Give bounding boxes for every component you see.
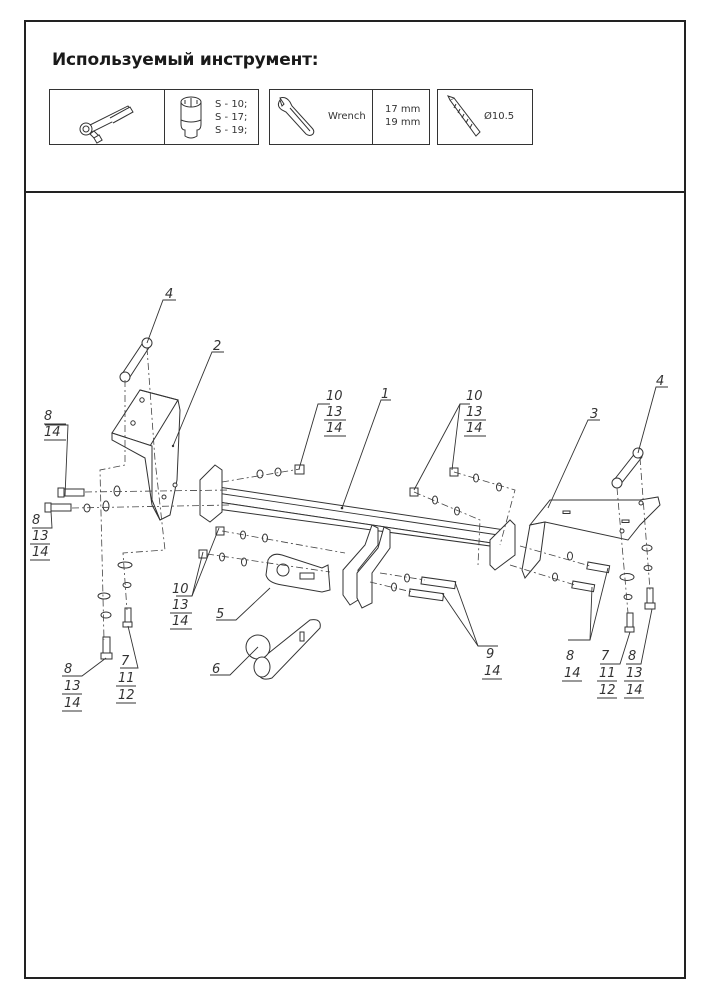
- drill-cell: Ø10.5: [438, 90, 532, 144]
- label-center-bolts-1: 14: [484, 664, 501, 679]
- label-5: 5: [216, 607, 224, 622]
- label-right-stud-1: 11: [599, 666, 616, 681]
- part-2-left-bracket: [111, 389, 181, 521]
- label-left-bottom-bolt-1: 13: [64, 679, 81, 694]
- assembly-centerlines: [71, 347, 651, 641]
- wrench-size-17: 17 mm: [385, 104, 421, 115]
- label-right-bottom-bolt-2: 14: [626, 683, 643, 698]
- label-nut-top-left-2: 14: [326, 421, 343, 436]
- tool-drill-bit: Ø10.5: [437, 89, 533, 145]
- drill-diameter: Ø10.5: [484, 111, 515, 122]
- label-right-stud-2: 12: [599, 683, 616, 698]
- label-nut-lower-left-0: 10: [172, 582, 189, 597]
- socket-size-10: S - 10;: [215, 99, 248, 110]
- wrench-size-19: 19 mm: [385, 117, 421, 128]
- part-4-right-link: [611, 447, 644, 489]
- label-nut-lower-left-2: 14: [172, 614, 189, 629]
- part-5-ball-mount-plate: [265, 553, 331, 593]
- label-1: 1: [381, 387, 389, 402]
- ratchet-cell: [50, 90, 164, 144]
- label-6: 6: [212, 662, 220, 677]
- label-left-mid-bolt-0: 8: [32, 513, 40, 528]
- leader-lines: [32, 299, 668, 677]
- label-right-bottom-bolt-1: 13: [626, 666, 643, 681]
- label-left-stud-2: 12: [118, 688, 135, 703]
- part-1-crossbar: [199, 464, 516, 571]
- label-nut-top-right-2: 14: [466, 421, 483, 436]
- label-2: 2: [213, 339, 221, 354]
- wrench-icon: [277, 97, 315, 136]
- part-labels: 4 2 1 3 4 5 6 8 14 8 13 14 8 13 14 7 11 …: [32, 287, 664, 711]
- part-3-right-bracket: [521, 496, 661, 579]
- socket-size-19: S - 19;: [215, 125, 248, 136]
- label-left-top-bolt-1: 14: [44, 425, 61, 440]
- socket-icon: [180, 96, 202, 139]
- part-4-left-link: [119, 337, 153, 383]
- tool-ratchet-sockets: S - 10; S - 17; S - 19;: [49, 89, 259, 145]
- tools-heading: Используемый инструмент:: [52, 50, 319, 70]
- label-left-top-bolt-0: 8: [44, 409, 52, 424]
- label-left-stud-1: 11: [118, 671, 135, 686]
- wrench-sizes: 17 mm 19 mm: [385, 103, 420, 129]
- fasteners: [44, 464, 656, 660]
- label-right-bolts-0: 8: [566, 649, 574, 664]
- part-6-tow-ball: [245, 619, 321, 680]
- socket-size-17: S - 17;: [215, 112, 248, 123]
- label-left-bottom-bolt-2: 14: [64, 696, 81, 711]
- wrench-sizes-cell: 17 mm 19 mm: [372, 90, 429, 144]
- wrench-cell: Wrench: [270, 90, 372, 144]
- label-nut-top-right-0: 10: [466, 389, 483, 404]
- tool-wrench: Wrench 17 mm 19 mm: [269, 89, 430, 145]
- label-4-left: 4: [165, 287, 173, 302]
- drill-bit-icon: [447, 95, 481, 137]
- center-mounting-lugs: [342, 524, 391, 609]
- label-right-stud-0: 7: [601, 649, 610, 664]
- label-nut-top-left-1: 13: [326, 405, 343, 420]
- label-4-right: 4: [656, 374, 664, 389]
- socket-sizes: S - 10; S - 17; S - 19;: [215, 98, 247, 137]
- section-divider: [24, 191, 684, 193]
- label-right-bottom-bolt-0: 8: [628, 649, 636, 664]
- label-left-mid-bolt-2: 14: [32, 545, 49, 560]
- label-left-stud-0: 7: [121, 654, 130, 669]
- label-center-bolts-0: 9: [486, 647, 494, 662]
- label-underlines: [30, 419, 644, 712]
- label-right-bolts-1: 14: [564, 666, 581, 681]
- label-nut-top-right-1: 13: [466, 405, 483, 420]
- label-nut-top-left-0: 10: [326, 389, 343, 404]
- wrench-label: Wrench: [328, 111, 366, 122]
- ratchet-icon: [79, 105, 134, 144]
- label-nut-lower-left-1: 13: [172, 598, 189, 613]
- page-frame: [24, 20, 686, 979]
- label-left-mid-bolt-1: 13: [32, 529, 49, 544]
- label-left-bottom-bolt-0: 8: [64, 662, 72, 677]
- socket-cell: S - 10; S - 17; S - 19;: [164, 90, 258, 144]
- label-3: 3: [590, 407, 598, 422]
